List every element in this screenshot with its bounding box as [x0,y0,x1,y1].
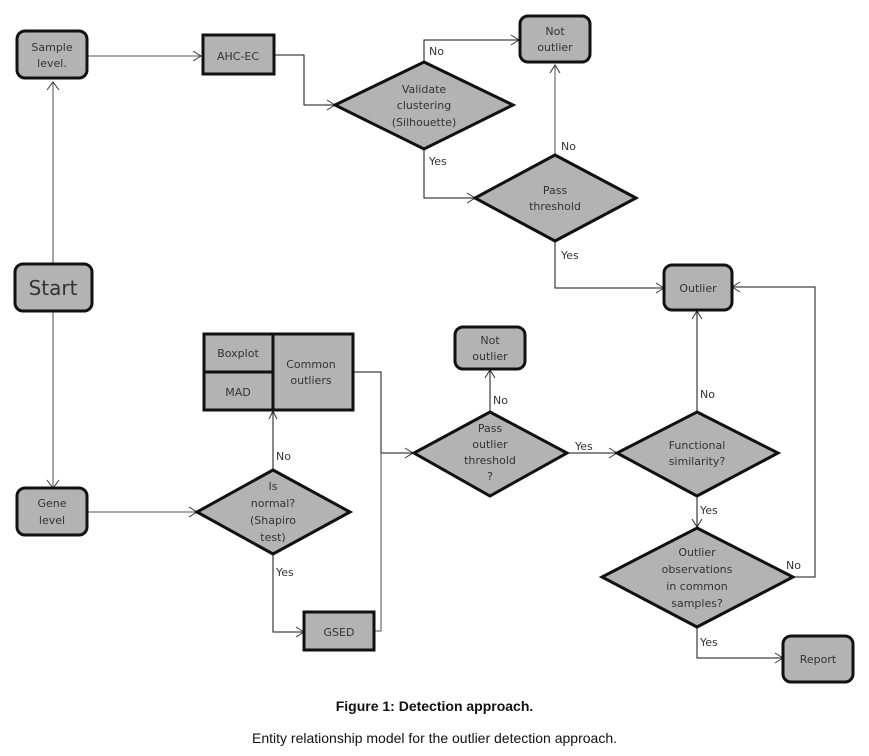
arrow-head [192,50,202,62]
node-is-normal[interactable]: Is normal? (Shapiro test) [193,468,354,556]
node-outlier-methods[interactable]: Boxplot MAD Common outliers [202,332,355,412]
edge-ahc-to-validate [275,54,334,106]
edge-label-pass-outlier-no: No [493,394,508,407]
node-label: in common [666,580,727,593]
edge-pass-threshold-yes [554,241,663,289]
node-label: Outlier [678,546,716,559]
edge-gsed-to-passoutlier [357,453,382,632]
node-label: normal? [251,497,296,510]
edge-label-pass-threshold-no: No [561,140,576,153]
node-label: Outlier [679,282,717,295]
edge-label-functional-no: No [700,388,715,401]
node-validate-clustering[interactable]: Validate clustering (Silhouette) [331,60,517,151]
edge-validate-no [423,39,518,62]
edge-common-to-passoutlier [353,371,412,454]
node-label: GSED [324,626,355,639]
node-label: Gene [37,497,66,510]
figure-caption-subtitle: Entity relationship model for the outlie… [252,730,617,746]
node-label: Report [800,653,837,666]
edge-validate-yes [423,148,474,199]
node-label: ? [487,470,493,483]
node-label: AHC-EC [217,50,259,63]
node-label: similarity? [669,455,726,468]
edge-label-validate-yes: Yes [428,155,447,168]
node-label: Sample [31,41,72,54]
edge-isnormal-yes [272,553,303,633]
node-label: Not [480,334,500,347]
node-label: threshold [464,454,516,467]
node-sample-level[interactable]: Sample level. [15,29,89,80]
node-outlier-observations[interactable]: Outlier observations in common samples? [598,526,797,629]
edge-label-functional-yes: Yes [699,504,718,517]
arrow-head [46,81,60,91]
node-common-outliers: Common [286,358,336,371]
edge-observations-yes [696,627,782,659]
edge-observations-no [733,286,816,578]
node-label: (Silhouette) [392,116,457,129]
edge-label-pass-outlier-yes: Yes [574,440,593,453]
node-label: Not [545,25,565,38]
node-label: Is [269,480,278,493]
edge-label-observations-yes: Yes [699,636,718,649]
node-label: (Shapiro [250,514,296,527]
node-label: Pass [543,184,568,197]
node-ahc-ec[interactable]: AHC-EC [201,33,276,76]
node-common-outliers: outliers [290,374,331,387]
node-pass-outlier-threshold[interactable]: Pass outlier threshold ? [410,410,571,498]
node-label: Pass [478,422,503,435]
edge-label-observations-no: No [786,559,801,572]
node-not-outlier-mid[interactable]: Not outlier [453,325,527,371]
node-pass-threshold[interactable]: Pass threshold [471,153,640,243]
node-boxplot: Boxplot [217,347,259,360]
edge-label-is-normal-yes: Yes [275,566,294,579]
node-label: level. [37,57,67,70]
flowchart: Sample level. AHC-EC Validate clustering… [13,14,855,684]
node-label: observations [662,563,733,576]
node-label: samples? [671,597,723,610]
figure-caption-title: Figure 1: Detection approach. [335,698,534,714]
node-label: Validate [402,83,447,96]
node-label: test) [260,531,285,544]
node-gene-level[interactable]: Gene level [15,486,89,537]
node-label: outlier [472,350,508,363]
node-gsed[interactable]: GSED [302,610,376,652]
node-label: level [39,514,65,527]
arrow-head [549,64,561,74]
node-functional-similarity[interactable]: Functional similarity? [613,410,782,498]
node-label: clustering [397,99,451,112]
node-label: threshold [529,200,581,213]
node-label: outlier [537,41,573,54]
edge-label-pass-threshold-yes: Yes [560,249,579,262]
node-report[interactable]: Report [781,634,855,684]
node-start[interactable]: Start [13,262,94,313]
node-outlier[interactable]: Outlier [662,263,734,312]
node-mad: MAD [225,386,251,399]
edge-label-is-normal-no: No [276,450,291,463]
node-label: outlier [472,438,508,451]
node-label: Functional [669,439,726,452]
edge-label-validate-no: No [429,45,444,58]
node-not-outlier-top[interactable]: Not outlier [518,14,592,64]
node-label: Start [29,276,78,300]
